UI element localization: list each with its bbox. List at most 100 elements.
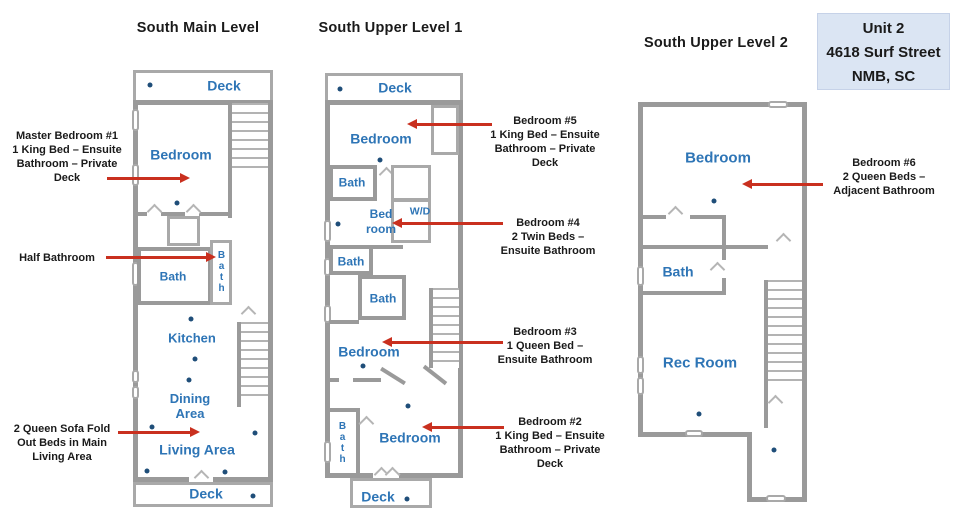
wall-segment (228, 103, 232, 218)
wall-segment (329, 408, 360, 412)
wall-segment (329, 320, 359, 324)
window-marker (324, 305, 331, 323)
annotation-bedroom-5: Bedroom #5 1 King Bed – Ensuite Bathroom… (490, 115, 600, 169)
room-label-living-area: Living Area (159, 441, 235, 458)
annotation-bedroom-3: Bedroom #3 1 Queen Bed – Ensuite Bathroo… (497, 326, 593, 366)
annotation-bedroom-6: Bedroom #6 2 Queen Beds – Adjacent Bathr… (833, 157, 935, 197)
ceiling-dot (186, 377, 192, 383)
plan-title-south-main-level: South Main Level (136, 20, 260, 36)
bath-outline (329, 245, 373, 275)
ceiling-dot (174, 200, 180, 206)
annotation-sofa-beds: 2 Queen Sofa Fold Out Beds in Main Livin… (13, 423, 111, 463)
ceiling-dot (252, 430, 258, 436)
room-label-deck-top: Deck (207, 77, 241, 94)
annotation-bedroom-2: Bedroom #2 1 King Bed – Ensuite Bathroom… (495, 416, 605, 470)
ceiling-dot (222, 469, 228, 475)
bath-outline (358, 275, 406, 320)
room-label-deck-top: Deck (378, 79, 412, 96)
door-swing (667, 205, 684, 222)
wall-segment (137, 212, 230, 216)
arrow-bedroom-6 (742, 179, 823, 189)
room-label-deck-bottom: Deck (189, 485, 223, 502)
room-label-half-bath: Bath (216, 250, 227, 294)
room-label-bedroom-1: Bedroom (150, 146, 212, 163)
ceiling-dot (360, 363, 366, 369)
staircase (433, 288, 459, 368)
arrow-master-bedroom-1 (107, 173, 190, 183)
floor-plan-south-upper-level-1: Deck Bedroom Bath W/D Bed room Bath Bath (324, 73, 465, 508)
ceiling-dot (337, 86, 343, 92)
window-marker (132, 164, 139, 186)
wall-segment (373, 245, 403, 249)
room-label-rec-room: Rec Room (662, 354, 738, 372)
annotation-master-bedroom-1: Master Bedroom #1 1 King Bed – Ensuite B… (12, 130, 122, 184)
unit-address-box: Unit 2 4618 Surf Street NMB, SC (817, 13, 950, 90)
closet-outline (167, 216, 200, 246)
room-label-kitchen: Kitchen (168, 330, 216, 346)
window-marker (324, 441, 331, 463)
floor-plan-south-upper-level-2: Bedroom Bath Rec Room (637, 101, 807, 510)
wall-segment (356, 408, 360, 478)
ceiling-dot (377, 157, 383, 163)
staircase (768, 280, 802, 388)
ceiling-dot (771, 447, 777, 453)
window-marker (685, 430, 703, 437)
door-opening (339, 378, 353, 382)
staircase (241, 322, 268, 403)
ceiling-dot (404, 496, 410, 502)
annotation-bedroom-4: Bedroom #4 2 Twin Beds – Ensuite Bathroo… (500, 217, 596, 257)
plan-title-south-upper-level-1: South Upper Level 1 (318, 20, 463, 36)
deck-outline (133, 70, 273, 103)
room-label-bath-3: Bath (369, 291, 397, 306)
floor-plan-south-main-level: Deck Bedroom Bath Bath Kitchen (132, 70, 273, 507)
deck-outline (350, 478, 432, 508)
window-marker (637, 377, 644, 395)
wall-segment (638, 102, 807, 107)
wall-segment (329, 378, 381, 382)
ceiling-dot (696, 411, 702, 417)
room-label-bath-6: Bath (662, 263, 694, 280)
wall-segment (237, 322, 241, 407)
room-label-bath: Bath (159, 269, 187, 284)
door-swing (775, 232, 792, 249)
wall-segment (642, 215, 666, 219)
unit-city: NMB, SC (851, 68, 916, 85)
arrow-bedroom-2 (422, 422, 504, 432)
arrow-bedroom-3 (382, 337, 503, 347)
room-label-bedroom-2: Bedroom (379, 429, 441, 446)
door-swing (767, 394, 784, 411)
arrow-half-bathroom (106, 252, 216, 262)
arrow-sofa-beds (118, 427, 200, 437)
room-label-deck-bottom: Deck (361, 488, 395, 505)
wall-segment (726, 245, 768, 249)
deck-outline (133, 482, 273, 507)
staircase (232, 103, 268, 175)
window-marker (132, 386, 139, 399)
room-label-bedroom-5: Bedroom (350, 130, 412, 147)
arrow-bedroom-5 (407, 119, 492, 129)
window-marker (324, 220, 331, 242)
wall-segment (722, 215, 726, 249)
wall-segment (802, 102, 807, 502)
ceiling-dot (335, 221, 341, 227)
ceiling-dot (192, 356, 198, 362)
plan-title-south-upper-level-2: South Upper Level 2 (644, 35, 788, 51)
wall-segment (642, 245, 726, 249)
window-marker (768, 101, 788, 108)
room-label-dining-area: Dining Area (169, 391, 211, 421)
ceiling-dot (711, 198, 717, 204)
room-label-bath-2: Bath (337, 421, 348, 465)
room-label-bath-5: Bath (338, 175, 366, 190)
ceiling-dot (144, 468, 150, 474)
ceiling-dot (250, 493, 256, 499)
window-marker (132, 109, 139, 131)
wall-segment (690, 215, 726, 219)
annotation-half-bathroom: Half Bathroom (19, 252, 95, 264)
ceiling-dot (405, 403, 411, 409)
ceiling-dot (147, 82, 153, 88)
closet-outline (391, 165, 431, 201)
room-label-washer-dryer: W/D (409, 205, 431, 218)
arrow-bedroom-4 (392, 218, 503, 228)
room-label-bedroom-3: Bedroom (338, 343, 400, 360)
